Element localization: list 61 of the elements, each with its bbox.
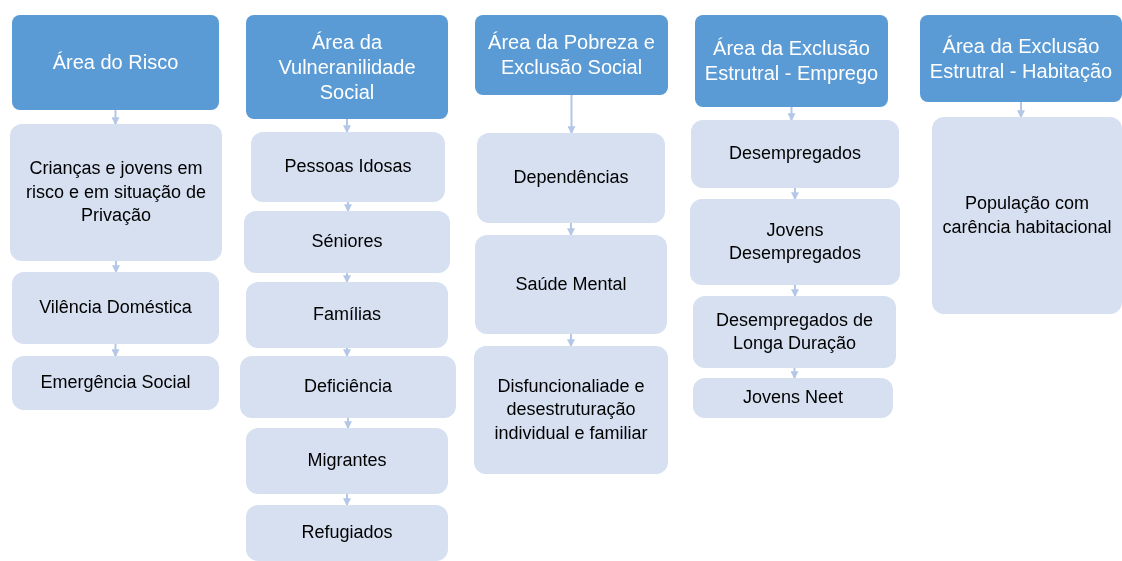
arrow — [344, 417, 352, 430]
arrow — [1017, 101, 1025, 119]
category-item-box — [12, 356, 219, 410]
category-header-box — [246, 15, 448, 119]
category-item-box — [691, 120, 899, 188]
category-item-box — [246, 428, 448, 494]
header-text: Área da Exclusão Estrutral - Habitação — [928, 33, 1114, 84]
header-text: Área da Vulneranilidade Social — [277, 29, 417, 105]
item-text: Jovens Desempregados — [727, 218, 863, 265]
item-text: Desempregados — [728, 142, 862, 166]
item-text: Crianças e jovens em risco e em situação de Privação — [24, 157, 208, 228]
category-item-box — [10, 124, 222, 261]
category-item-box — [693, 378, 893, 418]
category-item-box — [246, 505, 448, 561]
arrow — [567, 94, 576, 135]
category-item-box — [251, 132, 445, 202]
category-header-box — [920, 15, 1122, 102]
item-text: Refugiados — [301, 521, 393, 545]
arrow — [343, 272, 351, 284]
header-text: Área da Exclusão Estrutral - Emprego — [703, 36, 880, 86]
arrow — [111, 109, 120, 126]
arrow — [567, 333, 575, 348]
item-text: Migrantes — [307, 449, 387, 473]
item-text: Saúde Mental — [515, 272, 627, 296]
item-text: Jovens Neet — [742, 386, 844, 410]
item-text: Famílias — [313, 303, 381, 327]
category-item-box — [244, 211, 450, 273]
arrow — [111, 343, 120, 358]
arrow — [343, 347, 351, 358]
category-header-box — [475, 15, 668, 95]
category-item-box — [693, 296, 896, 368]
category-item-box — [932, 117, 1122, 314]
category-item-box — [12, 272, 219, 344]
item-text: Desempregados de Longa Duração — [714, 308, 875, 355]
item-text: Dependências — [513, 166, 629, 190]
item-text: Disfuncionaliade e desestruturação individual e familiar — [493, 374, 649, 445]
arrow — [344, 201, 352, 213]
arrow — [791, 187, 799, 201]
arrow — [567, 222, 575, 237]
header-text: Área do Risco — [52, 50, 179, 75]
category-item-box — [475, 235, 667, 334]
category-header-box — [12, 15, 219, 110]
arrow — [791, 284, 799, 298]
arrow — [790, 367, 799, 380]
item-text: Séniores — [311, 230, 383, 254]
item-text: População com carência habitacional — [941, 192, 1113, 239]
category-header-box — [695, 15, 888, 107]
arrow — [343, 118, 351, 134]
category-item-box — [246, 282, 448, 348]
arrow — [343, 493, 351, 507]
category-item-box — [240, 356, 456, 418]
arrow — [112, 260, 120, 274]
item-text: Vilência Doméstica — [39, 296, 192, 320]
item-text: Deficiência — [303, 375, 392, 399]
category-item-box — [477, 133, 665, 223]
arrow — [787, 106, 796, 122]
item-text: Pessoas Idosas — [284, 155, 412, 179]
header-text: Área da Pobreza e Exclusão Social — [487, 30, 656, 80]
item-text: Emergência Social — [40, 371, 191, 395]
category-item-box — [474, 346, 668, 474]
category-item-box — [690, 199, 900, 285]
